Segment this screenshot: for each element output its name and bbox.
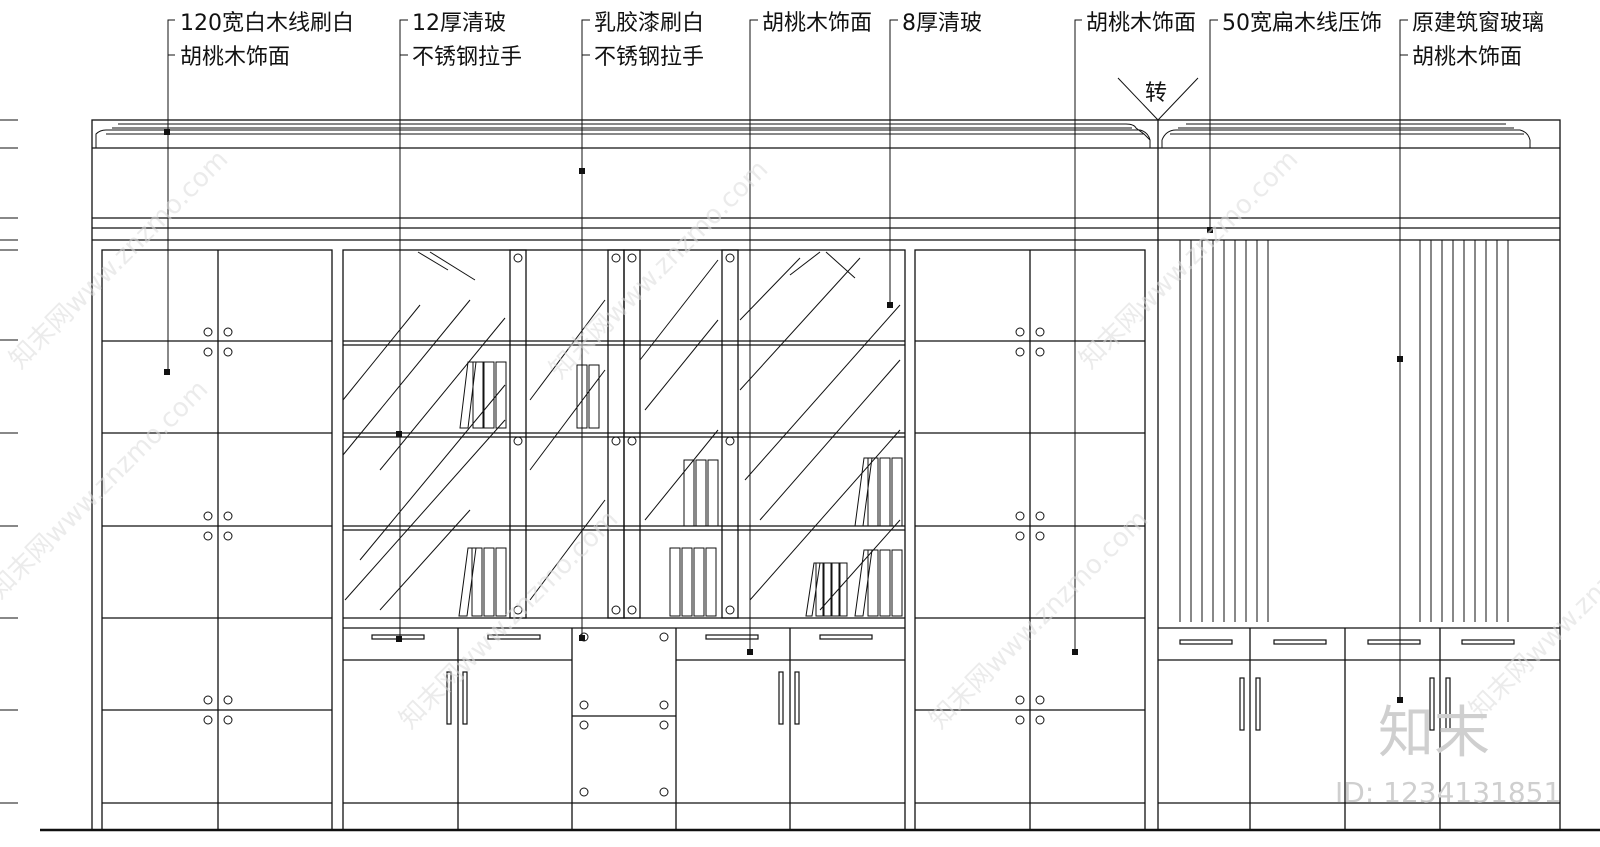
watermark-text-3: 知末网www.znzmo.com	[544, 154, 775, 385]
annotation-flat-moulding: 50宽扁木线压饰	[1222, 11, 1382, 36]
watermarks: 知末网www.znzmo.com 知末网www.znzmo.com 知末网www…	[0, 144, 1600, 809]
watermark-text-6: 知末网www.znzmo.com	[924, 504, 1155, 735]
window-section	[1158, 627, 1560, 830]
glass-hatching	[342, 257, 901, 611]
annotation-walnut-veneer-3: 胡桃木饰面	[1086, 11, 1196, 36]
watermark-text-5: 知末网www.znzmo.com	[1074, 144, 1305, 375]
books	[458, 361, 903, 617]
annotation-8mm-glass: 8厚清玻	[902, 11, 982, 36]
right-closed-cabinet	[914, 249, 1146, 831]
left-cabinet-knobs	[203, 327, 233, 725]
left-closed-cabinet	[101, 249, 333, 831]
annotation-steel-handle-2: 不锈钢拉手	[594, 45, 704, 70]
watermark-logo: 知末	[1378, 701, 1490, 766]
annotation-steel-handle-1: 不锈钢拉手	[412, 45, 522, 70]
window-cabinet-handles	[1179, 639, 1515, 731]
watermark-id: ID: 1234131851	[1335, 776, 1561, 809]
watermark-text-4: 知末网www.znzmo.com	[394, 504, 625, 735]
watermark-text-2: 知末网www.znzmo.com	[0, 374, 214, 605]
annotation-window-glass: 原建筑窗玻璃	[1412, 11, 1544, 36]
leader-lines	[167, 19, 1408, 700]
glass-bookcase	[342, 249, 906, 831]
annotation-walnut-veneer-1: 胡桃木饰面	[180, 45, 290, 70]
cabinet-frame	[91, 119, 1561, 831]
cornice-moulding-right	[1161, 123, 1531, 148]
annotation-latex-paint: 乳胶漆刷白	[594, 11, 704, 36]
right-cabinet-knobs	[1015, 327, 1045, 725]
annotation-12mm-glass: 12厚清玻	[412, 11, 506, 36]
spot-lamps	[410, 249, 856, 281]
annotation-walnut-veneer-4: 胡桃木饰面	[1412, 45, 1522, 70]
watermark-text-7: 知末网www.znzmo.com	[1464, 494, 1600, 725]
annotation-white-moulding: 120宽白木线刷白	[180, 11, 354, 36]
leader-dots	[164, 129, 1403, 703]
cornice-moulding-left	[95, 123, 1151, 148]
turn-mark-label: 转	[1145, 81, 1167, 106]
turn-mark: 转	[1117, 77, 1199, 121]
window-slats	[1179, 240, 1509, 622]
left-dimension-ticks	[0, 119, 18, 804]
annotation-walnut-veneer-2: 胡桃木饰面	[762, 11, 872, 36]
